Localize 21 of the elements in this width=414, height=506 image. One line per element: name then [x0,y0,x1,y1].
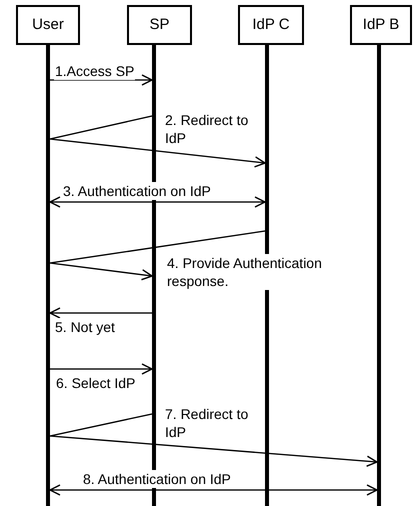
arrow [49,115,266,168]
arrow [49,413,378,467]
participant-name: IdP C [252,14,290,35]
participant-name: User [32,14,64,35]
arrow [50,363,153,375]
lifeline [46,45,50,506]
arrow [50,74,153,86]
arrow [49,307,152,319]
participant-box [238,5,304,45]
participant-box [16,5,80,45]
participant-box [127,5,192,45]
participant-name: IdP B [362,14,400,35]
lifeline [377,45,381,506]
edge-label: 3. Authentication on IdP [62,182,212,200]
arrow [49,230,266,280]
arrow [49,196,266,208]
arrow [49,484,378,496]
edge-label: 8. Authentication on IdP [82,470,232,488]
edge-label: 5. Not yet [54,318,116,336]
participant-box [350,5,412,45]
participant-name: SP [149,14,170,35]
